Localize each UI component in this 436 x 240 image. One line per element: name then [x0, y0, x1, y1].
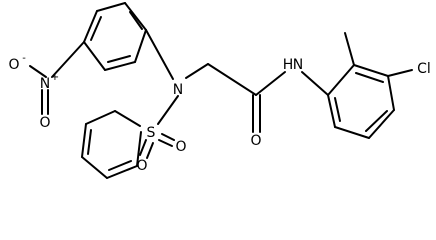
bond	[355, 72, 384, 83]
bond	[327, 64, 355, 96]
bond	[96, 2, 126, 12]
bond	[146, 142, 154, 159]
bond	[124, 2, 147, 31]
bond	[83, 41, 106, 71]
bond	[387, 75, 395, 111]
bond	[106, 165, 138, 179]
bond	[81, 156, 108, 179]
bond	[185, 63, 209, 79]
atom-label-oxygen: O	[39, 115, 50, 131]
bond	[129, 11, 143, 30]
atom-label-oxygen: O	[8, 57, 19, 73]
atom-label-hydrogen: H	[283, 57, 294, 73]
bond	[87, 129, 92, 155]
atom-label-chlorine: Cl	[417, 61, 431, 77]
bond	[334, 126, 370, 139]
bond	[387, 69, 413, 77]
bond	[145, 29, 174, 80]
bond	[85, 110, 116, 125]
atom-label-nitrogen: N	[173, 82, 183, 98]
bond	[368, 109, 395, 139]
bond	[157, 95, 179, 125]
bond	[81, 123, 87, 158]
bond	[161, 133, 175, 141]
bond-layer	[29, 2, 413, 179]
charge-label-plus: +	[51, 72, 59, 83]
molecule-structure: O - N + O N S O O O H N Cl	[8, 2, 431, 179]
atom-label-nitrogen: N	[40, 76, 50, 92]
atom-label-sulfur: S	[147, 125, 156, 141]
charge-label-minus: -	[22, 53, 26, 64]
bond	[301, 71, 329, 96]
bond	[107, 55, 131, 63]
bond	[104, 61, 136, 71]
bond	[29, 65, 47, 78]
atom-label-nitrogen: N	[293, 57, 303, 73]
bond	[90, 16, 102, 41]
bond	[134, 29, 147, 63]
bond	[334, 97, 341, 122]
atom-label-oxygen: O	[136, 158, 147, 174]
bond	[255, 71, 286, 96]
bond	[136, 131, 142, 167]
bond	[365, 110, 388, 132]
bond	[114, 110, 141, 127]
bond	[353, 64, 389, 77]
atom-label-oxygen: O	[175, 139, 186, 155]
bond	[139, 139, 147, 156]
bond	[51, 41, 85, 78]
bond	[327, 94, 336, 128]
atom-label-layer: O - N + O N S O O O H N Cl	[8, 53, 430, 174]
bond	[207, 63, 257, 96]
bond	[344, 32, 355, 66]
atom-label-oxygen: O	[250, 133, 261, 149]
bond	[108, 160, 132, 171]
bond	[83, 10, 98, 43]
bond	[158, 139, 173, 147]
